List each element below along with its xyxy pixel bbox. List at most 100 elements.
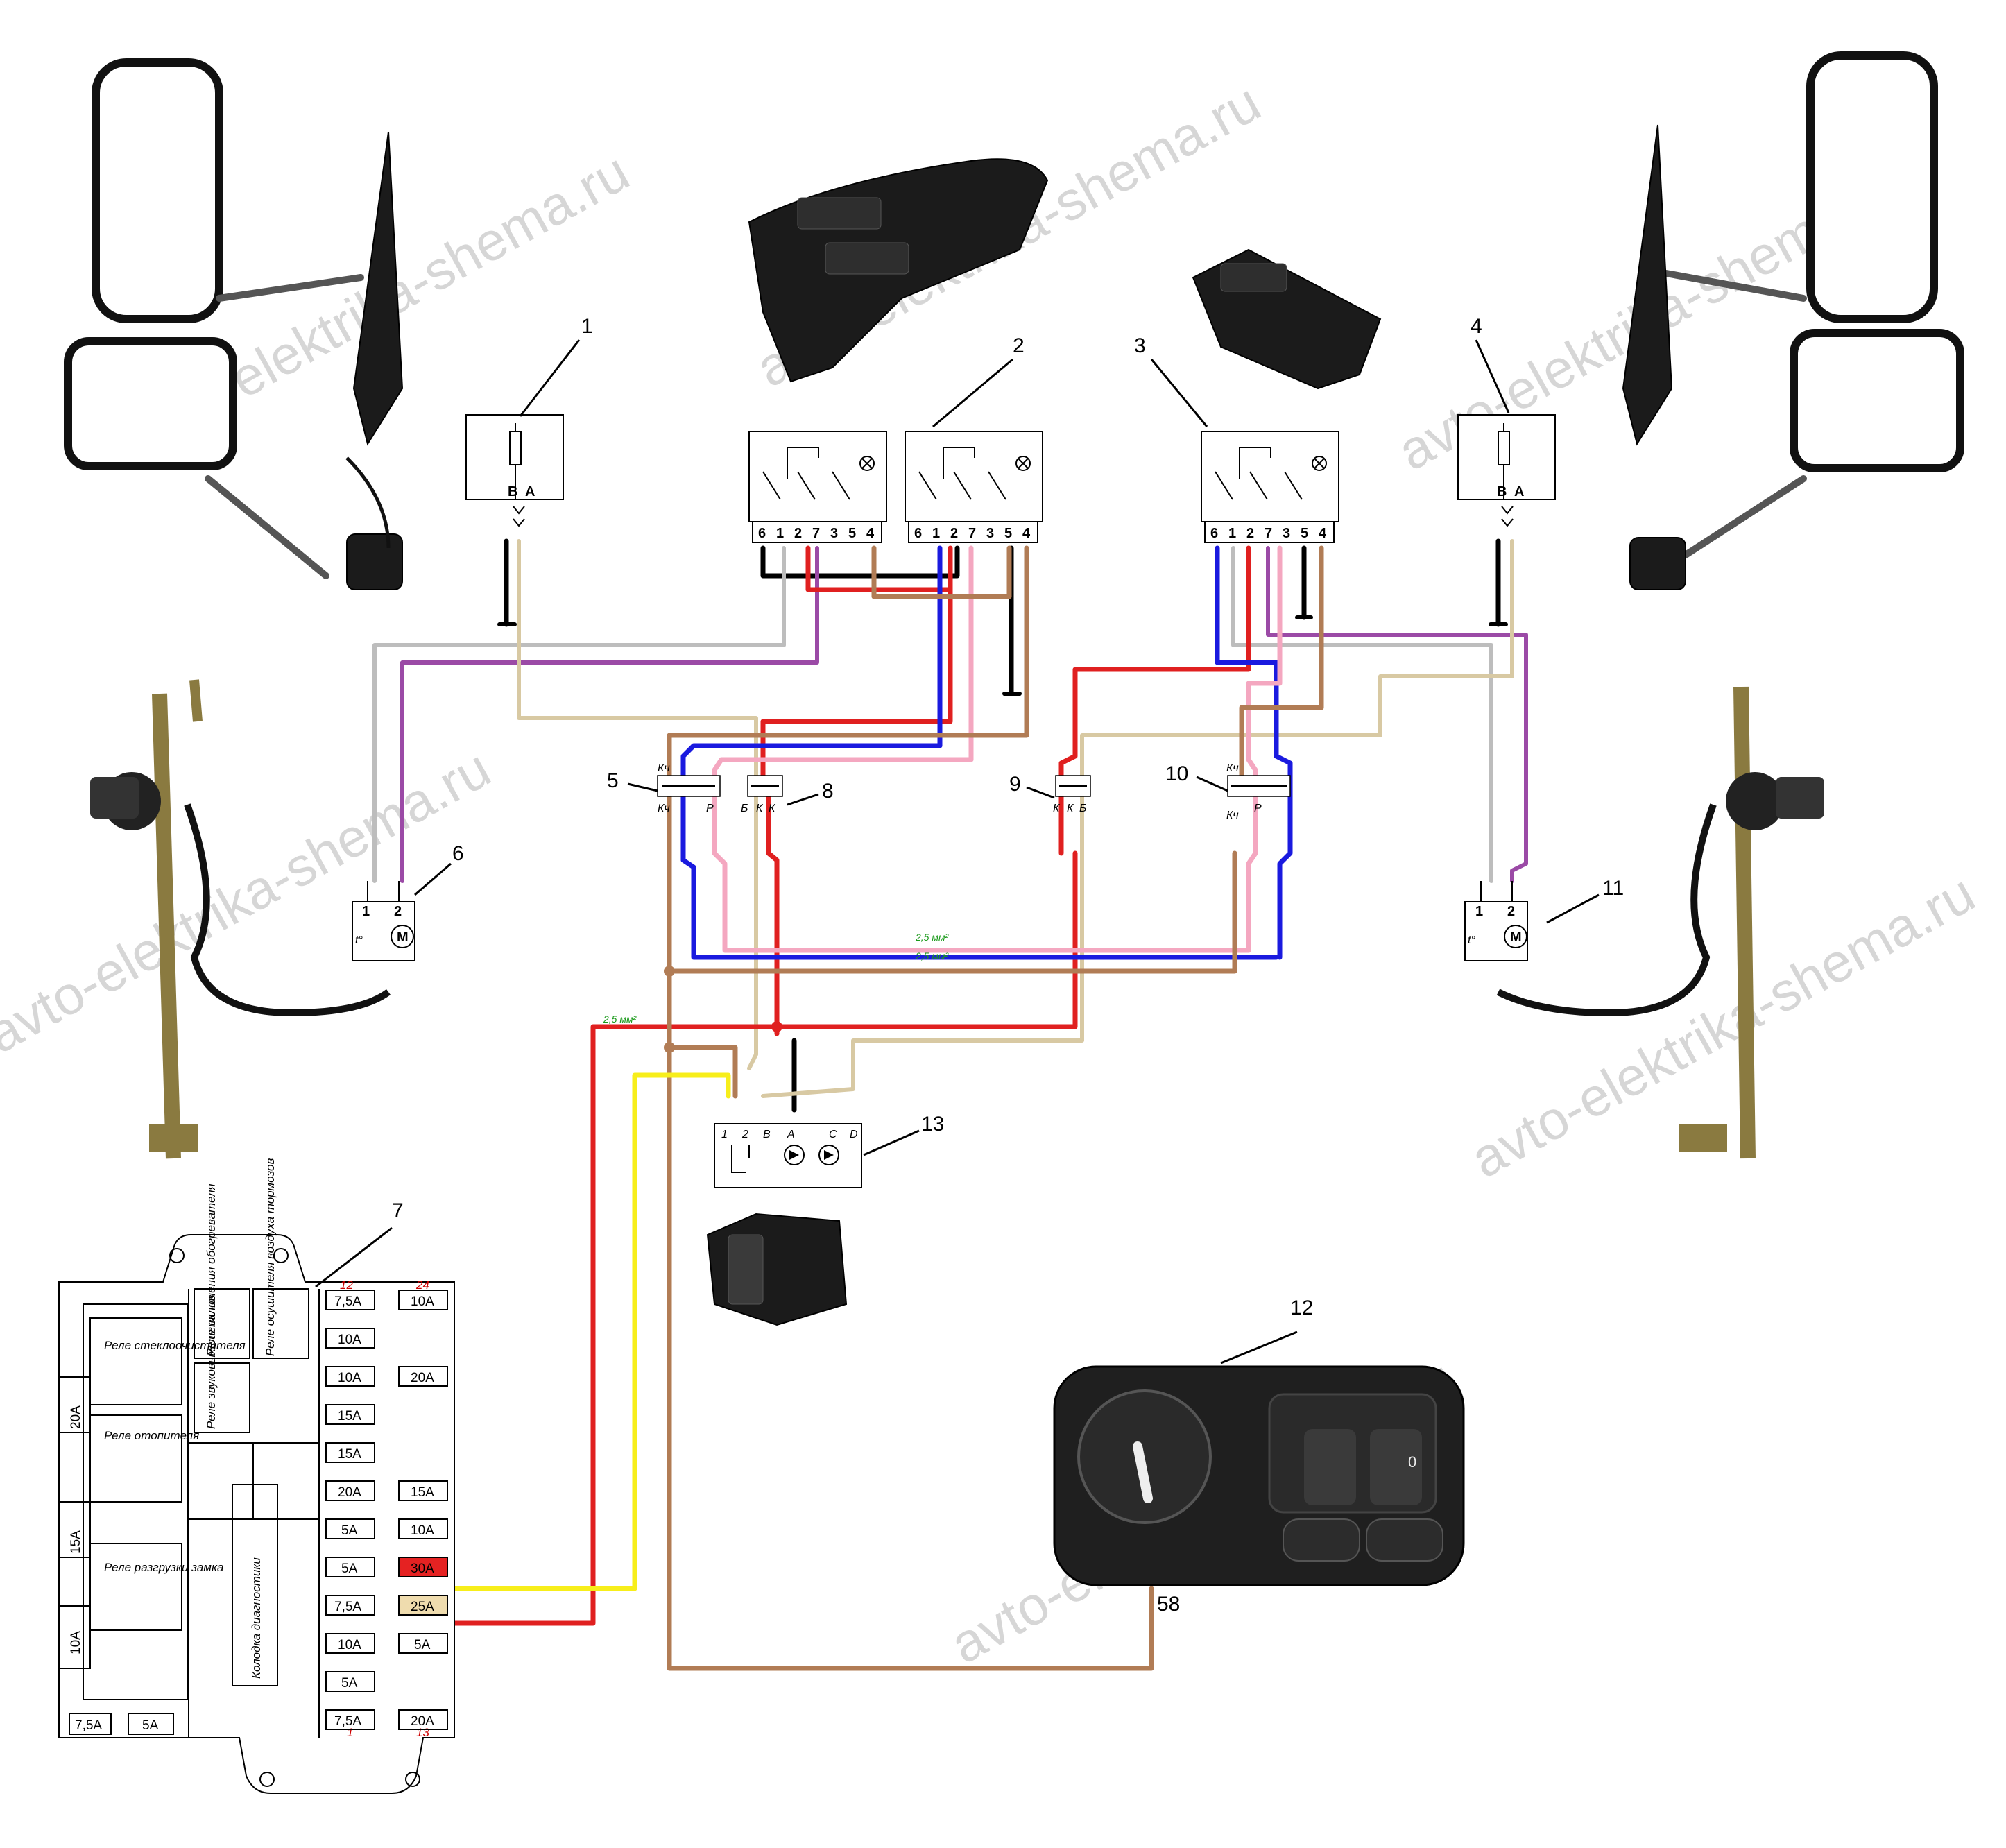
connector-label: К [756,803,764,814]
connector-label: К [1053,803,1061,814]
mirror-heater-1: B A [465,414,564,527]
relay-label: Реле стеклоочистителя [104,1339,246,1352]
thermal-symbol: t° [355,934,363,946]
heater-switch-image [706,1213,848,1326]
switch-pin: 5 [1301,526,1308,541]
switch-pin: 4 [866,526,875,541]
connector-10: Кч Кч Р [1226,762,1291,821]
fuse-label: 5A [414,1638,431,1652]
fuse-label: 20A [69,1405,83,1429]
callout-7: 7 [392,1199,404,1222]
switch-pin: 1 [932,526,940,541]
mirror-heater-4: B A [1457,414,1556,527]
driver-switch-block-image [748,158,1049,383]
switch-pin: 1 [1228,526,1236,541]
connector-label: К [1067,803,1074,814]
callout-2: 2 [1013,334,1025,357]
pin-label-a: A [525,484,535,499]
fuse-label: 10A [338,1333,361,1347]
switch-pin: 3 [830,526,838,541]
connector-label: Кч [658,762,670,774]
fuse-label: 5A [341,1676,358,1691]
callout-6: 6 [452,842,464,865]
switch-pin: 6 [758,526,766,541]
fuse-column-left: 7,5A 10A 10A 15A 15A 20A 5A 5A 7,5A 10A … [325,1290,375,1730]
motor-pin-2: 2 [1507,904,1515,919]
switch-pin: 2 [794,526,802,541]
fuse-column-right: 10A 20A 15A 10A 30A 25A 5A 20A [398,1290,448,1730]
fuse-label: 15A [411,1485,434,1500]
block13-pin: A [787,1129,795,1140]
callout-5: 5 [607,769,619,792]
fuse-column-number: 1 [347,1726,353,1739]
motor-pin-1: 1 [1475,904,1483,919]
callout-10: 10 [1165,762,1188,785]
block13-pin: C [829,1129,837,1140]
block13-pin: B [763,1129,771,1140]
fuse-label-25a: 25A [411,1600,434,1614]
switch-3: 6 1 2 7 3 5 4 [1201,431,1339,543]
relay-label: Колодка диагностики [250,1557,263,1679]
switch-pin: 2 [1246,526,1254,541]
fuse-label: 10A [411,1294,434,1309]
motor-pin-2: 2 [394,904,402,919]
connector-label: К [769,803,776,814]
heater-switch-13: 1 2 B A C D [714,1123,862,1188]
fuse-label: 15A [338,1409,361,1423]
fuse-block-7: Реле стеклоочистителя Реле отопителя Рел… [58,1158,455,1794]
connector-8: Б К К [741,775,783,814]
switch-2-right: 6 1 2 7 3 5 4 [905,431,1043,543]
motor-pin-1: 1 [362,904,370,919]
fuse-label: 7,5A [334,1714,361,1729]
relay-label: Реле включения обогревателя [205,1183,218,1356]
wire-section-label: 2,5 мм² [603,1013,637,1025]
relay-label: Реле отопителя [104,1429,199,1442]
callouts: 1 2 3 4 5 6 7 8 9 10 11 12 13 58 [315,315,1624,1616]
switch-pin: 3 [986,526,994,541]
fuse-label: 10A [69,1631,83,1654]
connector-label: Б [1079,803,1086,814]
relay-label: Реле разгрузки замка [104,1561,223,1574]
switch-pin: 1 [776,526,784,541]
connector-label: Кч [1226,762,1239,774]
fuse-label: 5A [341,1562,358,1576]
connector-label: Р [1254,803,1262,814]
fuse-column-number: 24 [415,1278,429,1292]
fuse-label: 5A [341,1523,358,1538]
callout-8: 8 [822,780,834,803]
fuse-label: 7,5A [75,1718,102,1733]
fuse-label: 20A [411,1371,434,1385]
thermal-symbol: t° [1468,934,1475,946]
switch-pin: 6 [1210,526,1218,541]
switch-pin: 4 [1319,526,1327,541]
callout-12: 12 [1290,1297,1313,1319]
fuse-label: 7,5A [334,1600,361,1614]
switch-pin: 4 [1022,526,1031,541]
relay-label: Реле осушителя воздуха тормозов [264,1158,277,1356]
callout-58: 58 [1157,1593,1180,1616]
connector-label: Кч [1226,810,1239,821]
fuse-label: 20A [411,1714,434,1729]
fuse-label: 15A [338,1447,361,1462]
switch-pin: 5 [848,526,856,541]
fuse-column-number: 12 [340,1278,353,1292]
switch-pin: 3 [1283,526,1290,541]
headlight-switch-image: 0 [1053,1365,1465,1586]
wire-section-label: 2,5 мм² [915,932,950,943]
switch-pin: 5 [1004,526,1012,541]
connector-9: К К Б [1053,775,1091,814]
pin-label-a: A [1514,484,1524,499]
block13-pin: D [850,1129,858,1140]
fuse-label: 5A [142,1718,159,1733]
callout-9: 9 [1009,773,1021,796]
relay-label: Реле звуковых сигналов [205,1294,218,1429]
connector-5: Кч Кч Р [657,762,721,814]
callout-4: 4 [1471,315,1482,338]
switch-pin: 7 [1265,526,1272,541]
fuse-label: 7,5A [334,1294,361,1309]
fuse-label-30a: 30A [411,1562,434,1576]
motor-symbol: M [1510,930,1522,945]
connector-label: Кч [658,803,670,814]
right-mirror-image [1622,51,1964,590]
